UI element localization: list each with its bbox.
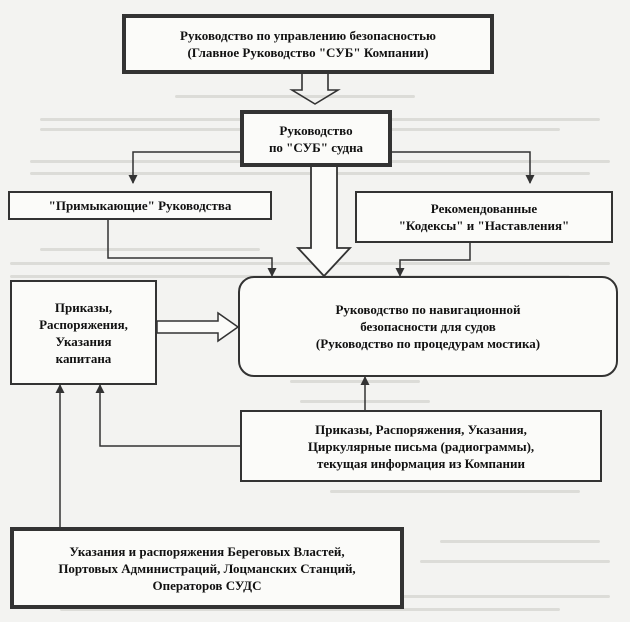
arrow-captain-to-navigation: [156, 311, 240, 343]
arrow-ship-to-navigation: [295, 167, 353, 278]
arrow-ship-to-recommended: [392, 151, 535, 184]
arrow-adjoining-to-navigation: [107, 220, 277, 277]
node-recommended-codes: Рекомендованные "Кодексы" и "Наставления…: [355, 191, 613, 243]
node-adjoining-manuals: "Примыкающие" Руководства: [8, 191, 272, 220]
node-shore-authorities: Указания и распоряжения Береговых Власте…: [10, 527, 404, 609]
arrow-recommended-to-navigation: [395, 243, 471, 277]
node-sms-manual-company: Руководство по управлению безопасностью …: [122, 14, 494, 74]
node-company-orders: Приказы, Распоряжения, Указания, Циркуля…: [240, 410, 602, 482]
node-ship-sms-manual: Руководство по "СУБ" судна: [240, 110, 392, 167]
node-captain-orders: Приказы, Распоряжения, Указания капитана: [10, 280, 157, 385]
arrow-top-to-ship: [289, 74, 341, 105]
arrow-ship-to-adjoining: [128, 151, 240, 184]
node-navigation-safety-manual: Руководство по навигационной безопасност…: [238, 276, 618, 377]
arrow-company-to-captain: [95, 384, 240, 447]
